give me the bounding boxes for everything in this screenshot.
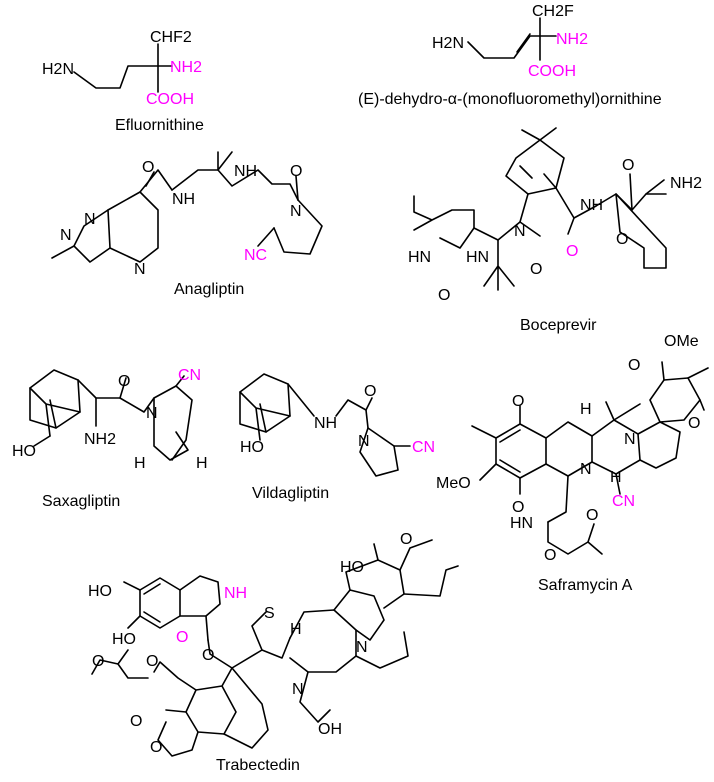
trabectedin-o6-label: O <box>130 713 142 730</box>
saxagliptin-cn-label: CN <box>178 367 201 384</box>
trabectedin-o2-label: O <box>400 531 412 548</box>
trabectedin-name: Trabectedin <box>216 757 300 774</box>
efluornithine-cooh-label: COOH <box>146 91 194 108</box>
boceprevir-o5-label: O <box>530 261 542 278</box>
efluornithine-h2n-label: H2N <box>42 61 74 78</box>
dehydro-h2n-label: H2N <box>432 35 464 52</box>
vildagliptin-o-label: O <box>364 383 376 400</box>
trabectedin-o1-label: O <box>176 629 188 646</box>
boceprevir-o4-label: O <box>438 287 450 304</box>
dehydro-name: (E)-dehydro-α-(monofluoromethyl)ornithin… <box>358 91 662 108</box>
anagliptin-nc-label: NC <box>244 247 267 264</box>
saframycin-ome2-label: MeO <box>436 475 471 492</box>
saframycin-o1-label: O <box>628 357 640 374</box>
boceprevir-o1-label: O <box>622 157 634 174</box>
dehydro-cooh-label: COOH <box>528 63 576 80</box>
trabectedin-o4-label: O <box>146 653 158 670</box>
saframycin-n1-label: N <box>624 431 636 448</box>
saframycin-o4-label: O <box>512 499 524 516</box>
saframycin-hn-label: HN <box>510 515 533 532</box>
saframycin-name: Saframycin A <box>538 577 633 594</box>
trabectedin-ho2-label: HO <box>112 631 136 648</box>
anagliptin-structure: O NH NH O N N N NC N Anagliptin <box>51 151 323 298</box>
saframycin-cn-label: CN <box>612 493 635 510</box>
anagliptin-o2-label: O <box>290 163 302 180</box>
trabectedin-ho1-label: HO <box>88 583 112 600</box>
efluornithine-chf2-label: CHF2 <box>150 29 192 46</box>
vildagliptin-structure: NH HO O N CN Vildagliptin <box>239 373 435 502</box>
trabectedin-ho3-label: HO <box>340 559 364 576</box>
boceprevir-o2-label: O <box>566 243 578 260</box>
boceprevir-nh-label: NH <box>580 197 603 214</box>
saxagliptin-h2-label: H <box>196 455 208 472</box>
vildagliptin-cn-label: CN <box>412 439 435 456</box>
boceprevir-n-label: N <box>514 223 526 240</box>
saframycin-o6-label: O <box>544 547 556 564</box>
saframycin-o2-label: O <box>688 415 700 432</box>
vildagliptin-name: Vildagliptin <box>252 485 329 502</box>
anagliptin-n2-label: N <box>60 227 72 244</box>
trabectedin-o7-label: O <box>150 739 162 756</box>
anagliptin-n1-label: N <box>290 203 302 220</box>
dehydro-ornithine-structure: CH2F H2N NH2 COOH (E)-dehydro-α-(monoflu… <box>358 3 662 108</box>
vildagliptin-ho-label: HO <box>240 439 264 456</box>
efluornithine-structure: CHF2 H2N NH2 COOH Efluornithine <box>42 29 204 134</box>
trabectedin-n2-label: N <box>292 681 304 698</box>
efluornithine-nh2-label: NH2 <box>170 59 202 76</box>
anagliptin-n3-label: N <box>84 211 96 228</box>
saframycin-o3-label: O <box>512 393 524 410</box>
trabectedin-s-label: S <box>264 605 275 622</box>
trabectedin-n1-label: N <box>356 639 368 656</box>
anagliptin-nh1-label: NH <box>172 191 195 208</box>
trabectedin-o3-label: O <box>92 653 104 670</box>
saxagliptin-o-label: O <box>118 373 130 390</box>
anagliptin-name: Anagliptin <box>174 281 244 298</box>
saframycin-n2-label: N <box>580 461 592 478</box>
vildagliptin-n-label: N <box>358 433 370 450</box>
saxagliptin-nh2-label: NH2 <box>84 431 116 448</box>
anagliptin-nh2-label: NH <box>234 163 257 180</box>
saxagliptin-h1-label: H <box>134 455 146 472</box>
vildagliptin-nh-label: NH <box>314 415 337 432</box>
trabectedin-h-label: H <box>290 621 302 638</box>
boceprevir-o3-label: O <box>616 231 628 248</box>
trabectedin-oh-label: OH <box>318 721 342 738</box>
trabectedin-o5-label: O <box>202 647 214 664</box>
dehydro-ch2f-label: CH2F <box>532 3 574 20</box>
efluornithine-name: Efluornithine <box>115 117 204 134</box>
trabectedin-structure: HO NH HO O S H HO O N O O O N OH O O Tra… <box>88 531 459 774</box>
saxagliptin-n-label: N <box>146 405 158 422</box>
saframycin-structure: OMe O O O H N MeO O N H CN HN O O Safram… <box>436 333 709 594</box>
trabectedin-nh-label: NH <box>224 585 247 602</box>
saxagliptin-name: Saxagliptin <box>42 493 120 510</box>
dehydro-nh2-label: NH2 <box>556 31 588 48</box>
anagliptin-n4-label: N <box>134 261 146 278</box>
boceprevir-nh2-label: NH2 <box>670 175 702 192</box>
saframycin-h1-label: H <box>580 401 592 418</box>
anagliptin-o1-label: O <box>142 159 154 176</box>
saframycin-h2-label: H <box>610 469 622 486</box>
saframycin-ome1-label: OMe <box>664 333 699 350</box>
saxagliptin-structure: CN O N HO NH2 H H Saxagliptin <box>12 367 208 510</box>
boceprevir-hn2-label: HN <box>466 249 489 266</box>
boceprevir-name: Boceprevir <box>520 317 597 334</box>
boceprevir-hn1-label: HN <box>408 249 431 266</box>
boceprevir-structure: O NH2 NH N O O HN HN O O Boceprevir <box>408 127 702 334</box>
saframycin-o5-label: O <box>586 507 598 524</box>
saxagliptin-ho-label: HO <box>12 443 36 460</box>
